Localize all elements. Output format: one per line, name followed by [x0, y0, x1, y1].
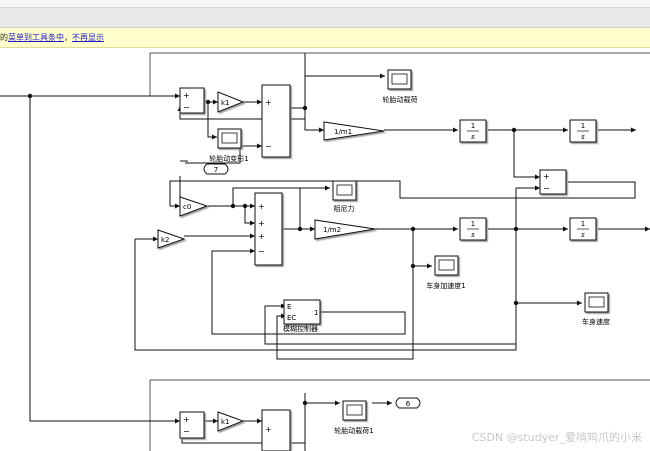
sum-block-2[interactable]: + −	[261, 84, 291, 158]
fuzzy-controller-block[interactable]: E EC 1 模糊控制器	[283, 299, 321, 333]
scope-screen-icon	[588, 296, 605, 308]
goto-tag-7[interactable]: 7	[203, 163, 229, 175]
integrator-denominator: s	[581, 231, 585, 239]
scope-label: 轮胎动载荷1	[334, 426, 373, 435]
sum-sign: +	[258, 219, 265, 228]
gain-one-over-m1[interactable]: 1/m1	[323, 121, 385, 141]
editor-toolbar	[0, 0, 650, 28]
gain-k1-lower[interactable]: k1	[217, 411, 245, 432]
sum-sign: +	[258, 202, 265, 211]
notice-link-dismiss[interactable]: 不再显示	[72, 33, 104, 42]
watermark: CSDN @studyer_爱啃鸡爪的小米	[471, 431, 642, 444]
tab-strip	[0, 0, 650, 8]
signal-lines	[0, 53, 650, 451]
junction-dots	[27, 93, 519, 406]
sum-block-1[interactable]: + −	[179, 87, 205, 114]
sum-sign: −	[258, 247, 265, 256]
scope-screen-icon	[391, 73, 408, 85]
scope-label: 阻尼力	[334, 204, 355, 213]
scope-screen-icon	[221, 132, 238, 144]
integrator-3[interactable]: 1 s	[459, 217, 487, 241]
scope-screen-icon	[346, 404, 363, 416]
goto-label: 6	[406, 400, 411, 408]
fuzzy-controller-label: 模糊控制器	[283, 324, 318, 333]
sum-sign: +	[258, 232, 265, 241]
scope-label: 车身加速度1	[426, 281, 465, 290]
integrator-2[interactable]: 1 s	[569, 119, 597, 143]
fuzzy-output: 1	[314, 309, 318, 317]
sum-sign: +	[543, 172, 550, 181]
sum-sign: −	[183, 427, 190, 436]
notice-link-toolbar[interactable]: 菜单到工具条中	[8, 33, 64, 42]
integrator-denominator: s	[581, 133, 585, 141]
integrator-numerator: 1	[471, 122, 475, 130]
gain-one-over-m2[interactable]: 1/m2	[314, 219, 376, 240]
sum-sign: +	[183, 91, 190, 100]
integrator-denominator: s	[471, 231, 475, 239]
sum-block-6[interactable]: +	[261, 409, 291, 451]
simulink-canvas[interactable]: + − + − + − + + + − + − + k1 c0 k2	[0, 48, 650, 451]
integrator-4[interactable]: 1 s	[569, 217, 597, 241]
gain-label: k1	[221, 418, 230, 426]
gain-k2[interactable]: k2	[157, 229, 186, 249]
fuzzy-input-e: E	[287, 303, 291, 311]
integrator-1[interactable]: 1 s	[459, 119, 487, 143]
scope-label: 轮胎动变形1	[209, 154, 248, 163]
sum-sign: +	[265, 425, 272, 434]
integrator-denominator: s	[471, 133, 475, 141]
notice-separator: ，	[64, 33, 72, 42]
subsystem-outlines	[149, 52, 650, 451]
gain-label: c0	[183, 203, 191, 211]
integrator-numerator: 1	[471, 220, 475, 228]
gain-k1[interactable]: k1	[217, 91, 245, 113]
sum-sign: −	[265, 142, 272, 151]
gain-label: k1	[221, 99, 230, 107]
scope-screen-icon	[438, 259, 455, 271]
scope-label: 轮胎动载荷	[383, 95, 418, 104]
integrator-numerator: 1	[581, 220, 585, 228]
scope-body-velocity[interactable]: 车身速度	[582, 292, 610, 326]
integrator-numerator: 1	[581, 122, 585, 130]
scope-tire-load[interactable]: 轮胎动载荷	[383, 69, 418, 104]
scope-tire-load-1[interactable]: 轮胎动载荷1	[334, 400, 374, 435]
notice-prefix: 的	[0, 33, 8, 42]
notice-bar: 的菜单到工具条中，不再显示	[0, 28, 650, 48]
sum-sign: −	[183, 103, 190, 112]
sum-block-3[interactable]: + −	[539, 169, 567, 195]
goto-tag-6[interactable]: 6	[395, 397, 421, 409]
gain-label: 1/m1	[334, 128, 352, 136]
fuzzy-input-ec: EC	[287, 314, 296, 322]
sum-sign: −	[543, 184, 550, 193]
scope-damping[interactable]: 阻尼力	[332, 180, 357, 213]
scope-screen-icon	[336, 184, 353, 196]
sum-block-4[interactable]: + + + −	[254, 192, 283, 266]
scope-label: 车身速度	[582, 317, 610, 326]
scope-body-accel[interactable]: 车身加速度1	[426, 255, 466, 290]
gain-label: k2	[161, 236, 170, 244]
sum-sign: +	[183, 415, 190, 424]
gain-c0[interactable]: c0	[179, 196, 209, 217]
gain-label: 1/m2	[323, 226, 341, 234]
sum-block-5[interactable]: + −	[179, 411, 205, 439]
sum-sign: +	[265, 98, 272, 107]
goto-label: 7	[214, 166, 218, 174]
scope-tire-deform[interactable]: 轮胎动变形1	[209, 128, 249, 163]
